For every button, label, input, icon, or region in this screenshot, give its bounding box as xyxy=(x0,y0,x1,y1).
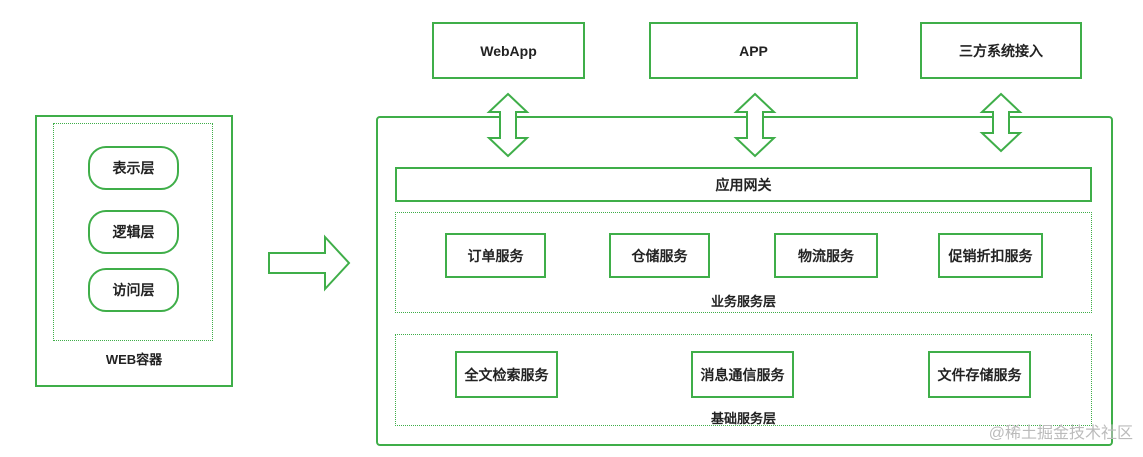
double-arrow-icon-webapp xyxy=(486,92,530,158)
service-order: 订单服务 xyxy=(445,233,546,278)
double-arrow-icon-app xyxy=(733,92,777,158)
double-arrow-icon-third-party xyxy=(979,92,1023,153)
client-third-party: 三方系统接入 xyxy=(920,22,1082,79)
layer-logic: 逻辑层 xyxy=(88,210,179,254)
watermark: @稀土掘金技术社区 xyxy=(988,425,1133,442)
service-warehouse: 仓储服务 xyxy=(609,233,710,278)
web-container-title: WEB容器 xyxy=(105,352,163,367)
foundation-layer xyxy=(395,334,1092,426)
service-promotion: 促销折扣服务 xyxy=(938,233,1043,278)
service-file-storage: 文件存储服务 xyxy=(928,351,1031,398)
service-logistics: 物流服务 xyxy=(774,233,878,278)
business-layer xyxy=(395,212,1092,313)
right-arrow-icon xyxy=(268,234,351,292)
service-messaging: 消息通信服务 xyxy=(691,351,794,398)
layer-access: 访问层 xyxy=(88,268,179,312)
layer-presentation: 表示层 xyxy=(88,146,179,190)
business-layer-title: 业务服务层 xyxy=(710,294,776,309)
web-container-inner xyxy=(53,123,213,341)
service-fulltext-search: 全文检索服务 xyxy=(455,351,558,398)
foundation-layer-title: 基础服务层 xyxy=(710,411,776,426)
client-app: APP xyxy=(649,22,858,79)
app-gateway: 应用网关 xyxy=(395,167,1092,202)
client-webapp: WebApp xyxy=(432,22,585,79)
